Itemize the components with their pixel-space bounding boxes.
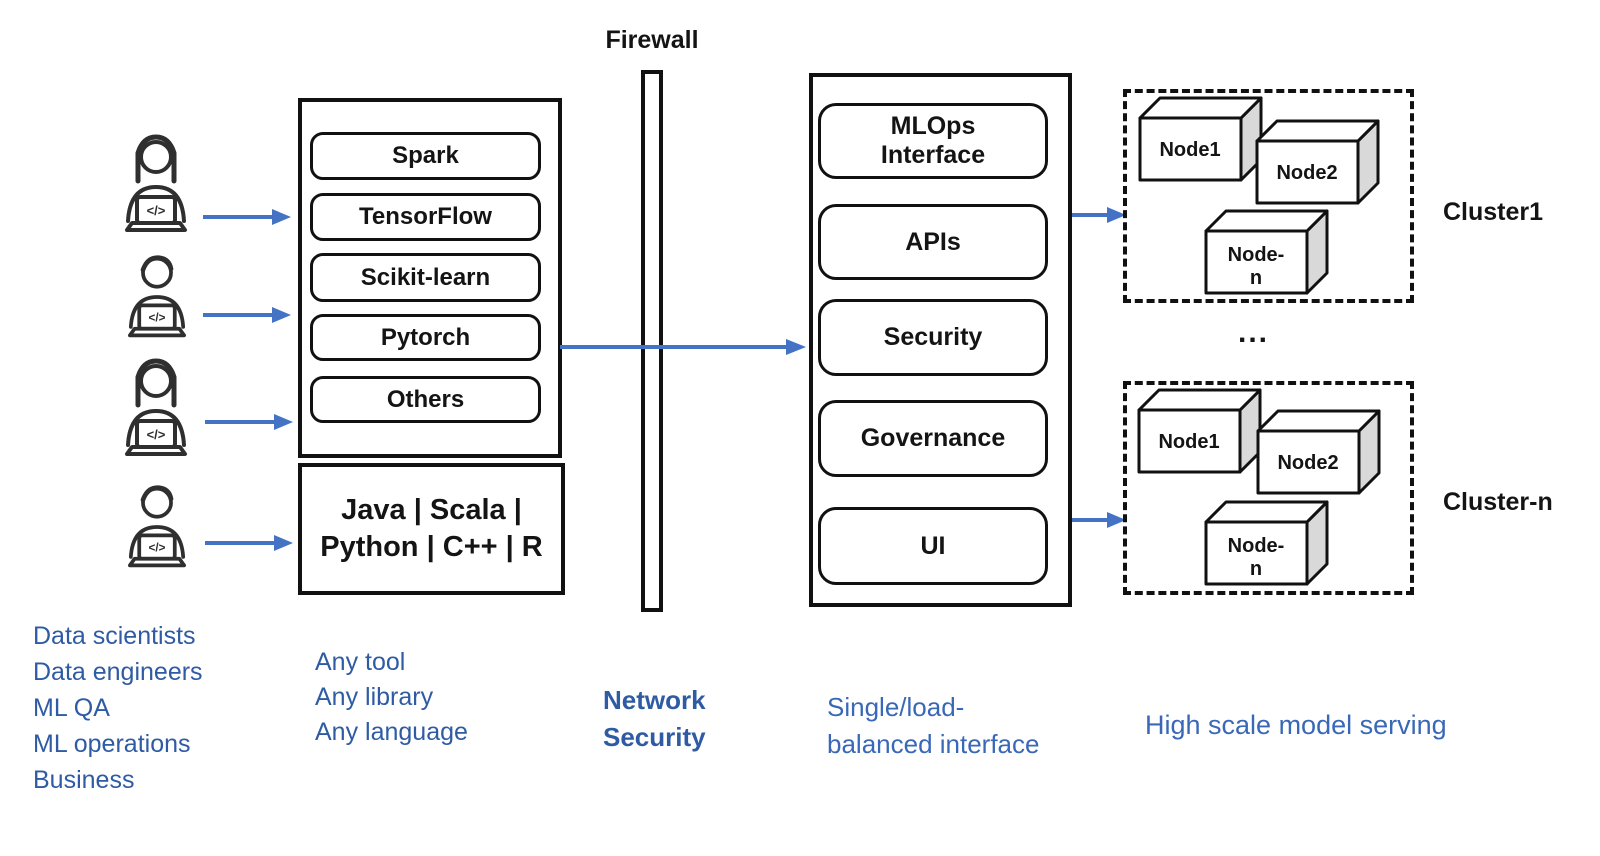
platform-label-line: Security xyxy=(883,323,983,352)
cluster1-node-n-cube: Node- n xyxy=(1204,209,1329,295)
firewall-title: Firewall xyxy=(605,26,699,54)
node-label: Node1 xyxy=(1158,431,1219,453)
tools-caption: Any tool Any library Any language xyxy=(315,645,468,750)
cluster-n-label: Cluster-n xyxy=(1443,488,1553,516)
tool-label: Scikit-learn xyxy=(360,263,491,291)
firewall-caption-line: Security xyxy=(603,722,706,752)
arrow-tools-to-platform xyxy=(560,339,806,355)
platform-mlops-interface: MLOps Interface xyxy=(818,103,1048,179)
platform-caption-line: Single/load- xyxy=(827,692,965,722)
tools-caption-line: Any library xyxy=(315,683,434,711)
clusters-ellipsis: ... xyxy=(1238,316,1270,349)
platform-label-line: MLOps xyxy=(890,112,976,141)
languages-line-1: Java | Scala | xyxy=(341,494,522,527)
user-male-icon: </> xyxy=(128,255,186,338)
cluster-n-node-n-cube: Node- n xyxy=(1204,500,1329,586)
code-glyph: </> xyxy=(147,427,166,442)
tool-others: Others xyxy=(310,376,541,423)
role-item: Business xyxy=(33,766,135,794)
platform-security: Security xyxy=(818,299,1048,376)
arrow-platform-to-cluster-n xyxy=(1072,512,1126,528)
user-female-icon: </> xyxy=(125,358,187,456)
arrow-user3-to-tools xyxy=(205,414,293,430)
clusters-caption: High scale model serving xyxy=(1145,710,1447,740)
tool-label: Spark xyxy=(392,142,459,170)
cluster1-boundary xyxy=(1123,89,1414,303)
firewall-caption-line: Network xyxy=(603,685,706,715)
role-item: Data engineers xyxy=(33,658,203,686)
user-male-icon: </> xyxy=(128,485,186,568)
platform-label-line: APIs xyxy=(905,227,961,256)
tools-caption-line: Any language xyxy=(315,718,468,746)
tool-label: TensorFlow xyxy=(359,203,492,231)
platform-ui: UI xyxy=(818,507,1048,585)
cluster1-node2-cube: Node2 xyxy=(1255,119,1380,205)
node-label: Node2 xyxy=(1276,162,1337,184)
platform-caption-line: balanced interface xyxy=(827,729,1040,759)
platform-governance: Governance xyxy=(818,400,1048,477)
arrow-user4-to-languages xyxy=(205,535,293,551)
firewall-bar xyxy=(641,70,663,612)
user-roles-list: Data scientists Data engineers ML QA ML … xyxy=(33,618,203,798)
platform-label-line: Interface xyxy=(880,141,986,169)
firewall-caption: Network Security xyxy=(603,682,706,756)
tool-tensorflow: TensorFlow xyxy=(310,193,541,241)
node-label: n xyxy=(1250,558,1262,580)
platform-label-line: Governance xyxy=(860,424,1006,453)
user-female-icon: </> xyxy=(125,134,187,232)
cluster-n-node1-cube: Node1 xyxy=(1137,388,1262,474)
languages-line-2: Python | C++ | R xyxy=(320,531,543,563)
code-glyph: </> xyxy=(147,203,166,218)
cluster-n-node2-cube: Node2 xyxy=(1256,409,1381,495)
cluster-n-boundary xyxy=(1123,381,1414,595)
code-glyph: </> xyxy=(149,541,166,554)
arrow-user1-to-tools xyxy=(203,209,291,225)
node-label: Node1 xyxy=(1159,139,1220,161)
tools-caption-line: Any tool xyxy=(315,648,406,676)
tool-pytorch: Pytorch xyxy=(310,314,541,361)
role-item: Data scientists xyxy=(33,622,196,650)
platform-caption: Single/load- balanced interface xyxy=(827,689,1039,763)
node-label: Node- xyxy=(1228,535,1285,557)
tool-scikit-learn: Scikit-learn xyxy=(310,253,541,302)
languages-box: Java | Scala | Python | C++ | R xyxy=(298,463,565,595)
cluster1-node1-cube: Node1 xyxy=(1138,96,1263,182)
platform-apis: APIs xyxy=(818,204,1048,280)
node-label: n xyxy=(1250,267,1262,289)
cluster1-label: Cluster1 xyxy=(1443,198,1544,226)
platform-label-line: UI xyxy=(920,531,946,560)
code-glyph: </> xyxy=(149,311,166,324)
arrow-platform-to-cluster1 xyxy=(1072,207,1126,223)
role-item: ML operations xyxy=(33,730,191,758)
node-label: Node2 xyxy=(1277,452,1338,474)
tool-label: Others xyxy=(386,385,465,413)
tool-label: Pytorch xyxy=(380,323,471,351)
tool-spark: Spark xyxy=(310,132,541,180)
role-item: ML QA xyxy=(33,694,110,722)
arrow-user2-to-tools xyxy=(203,307,291,323)
node-label: Node- xyxy=(1228,244,1285,266)
